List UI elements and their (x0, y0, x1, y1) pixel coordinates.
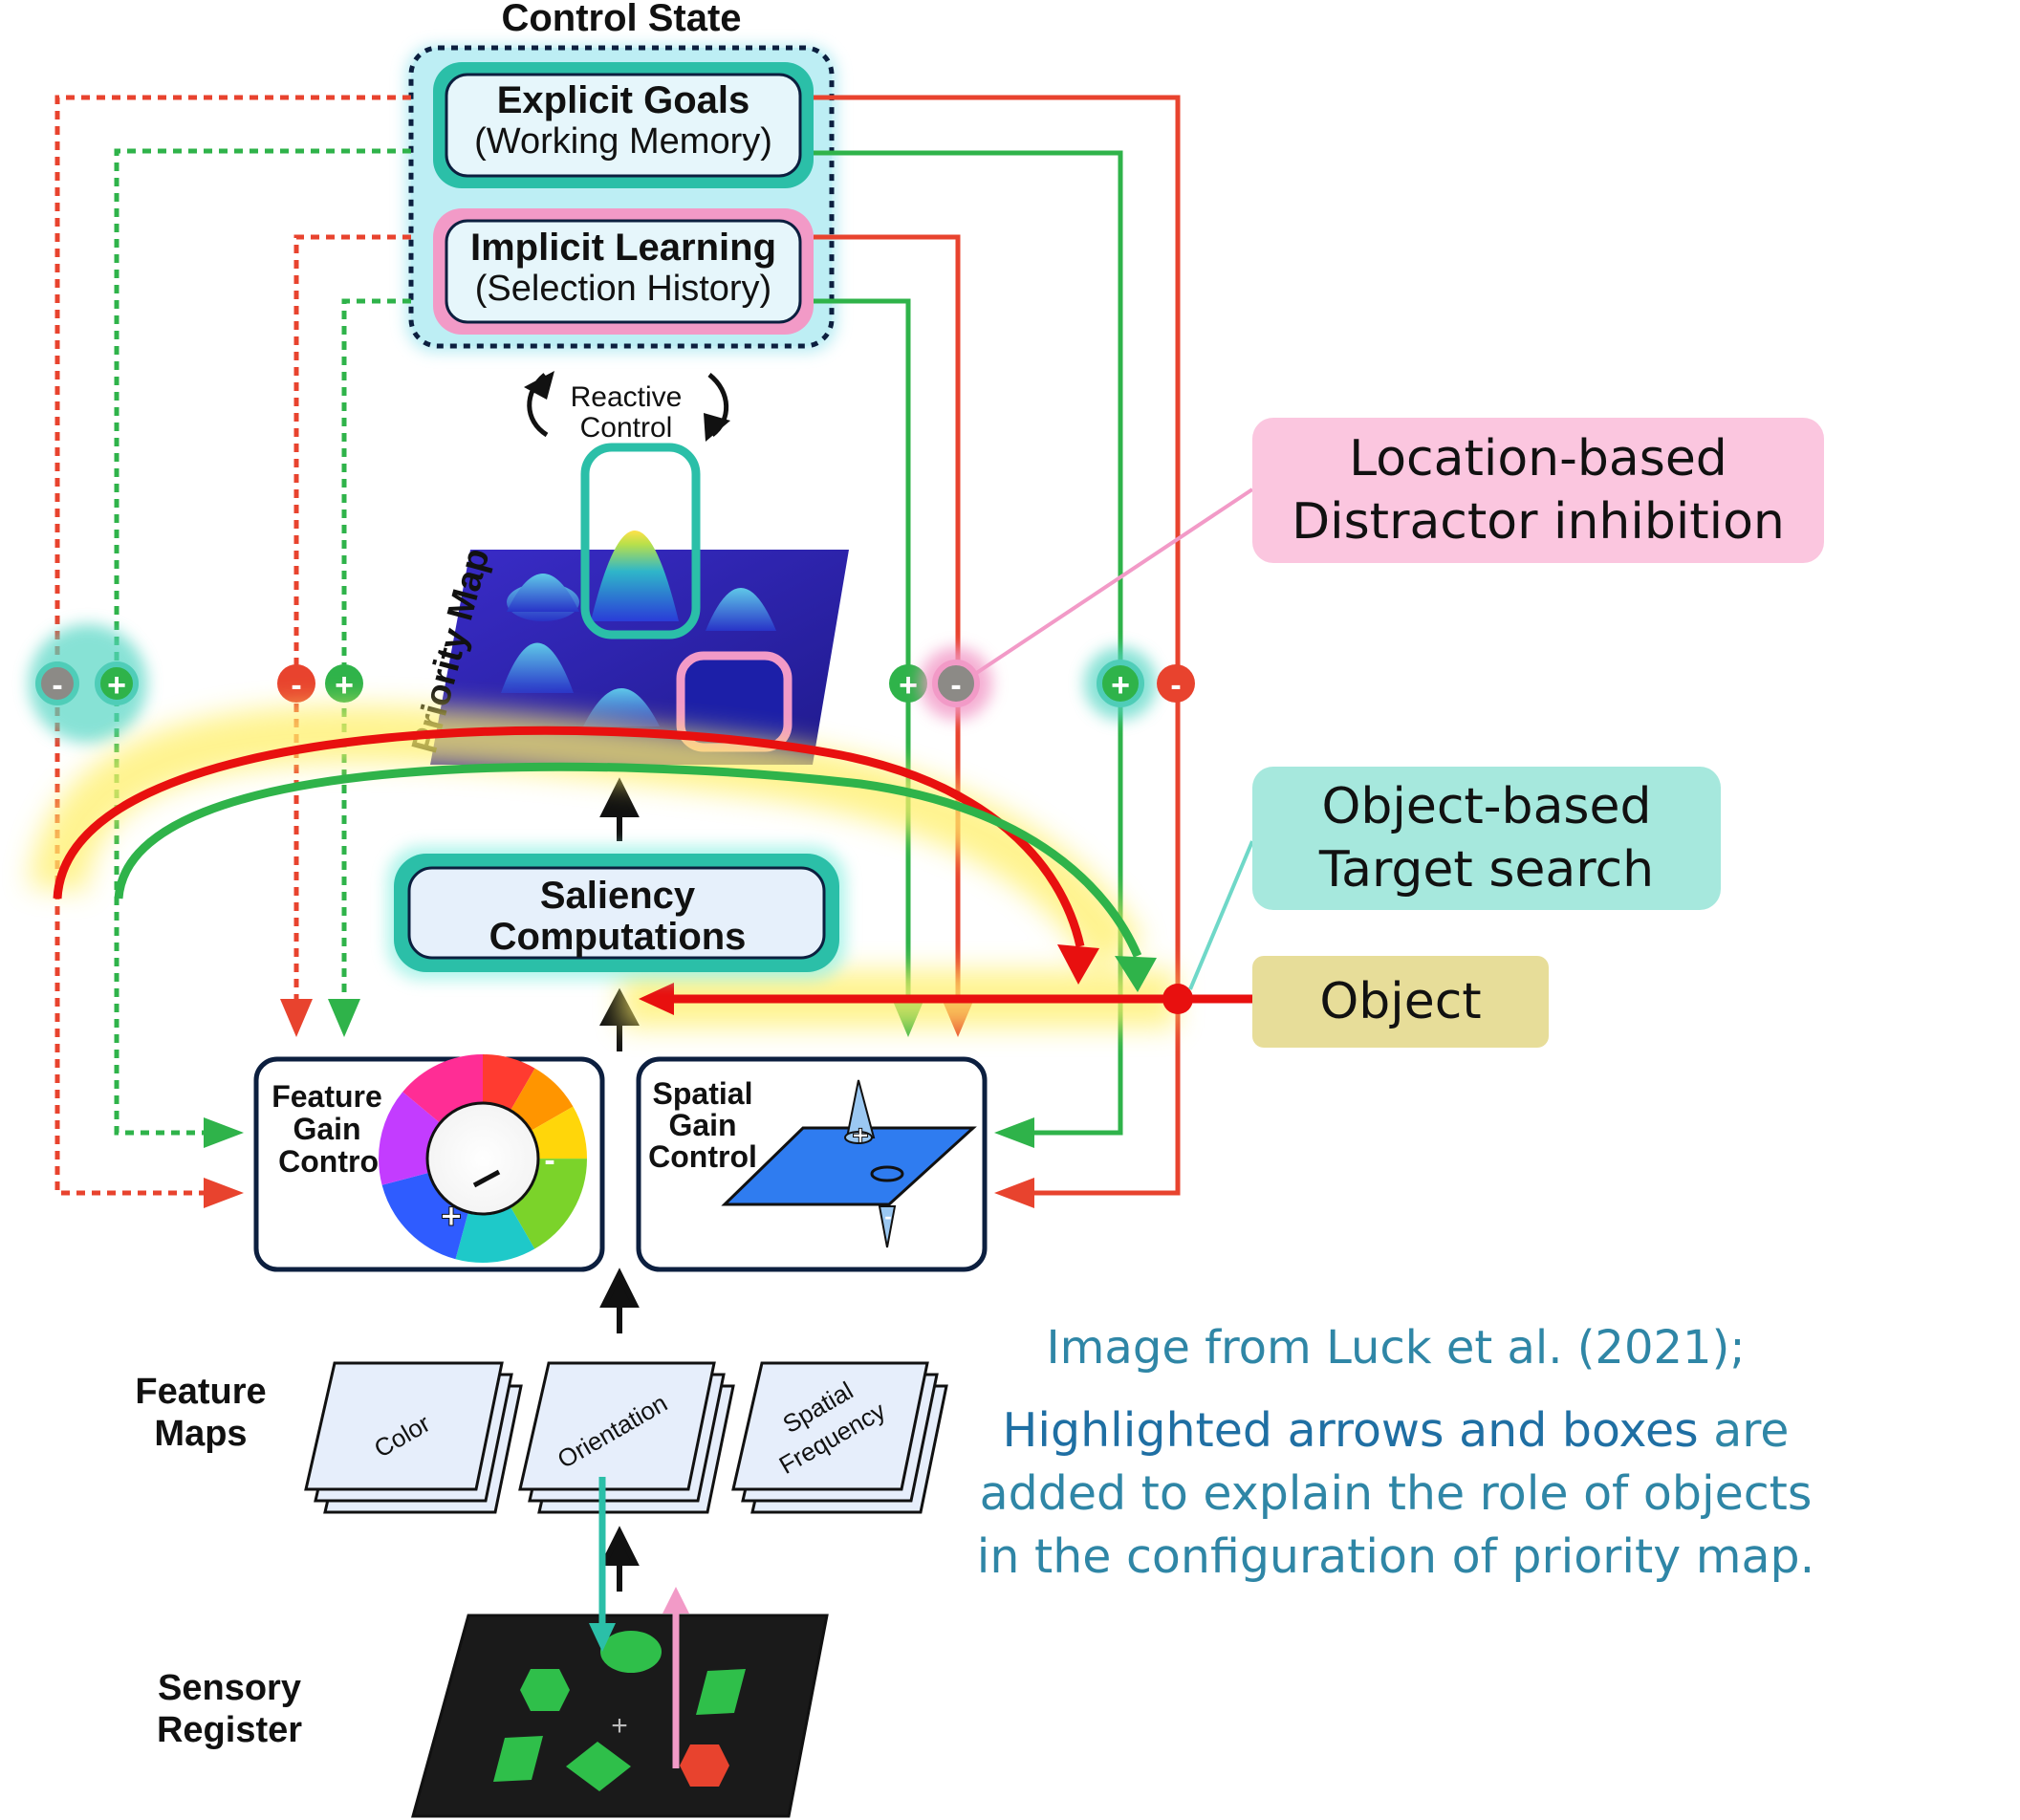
implicit-red-line (293, 234, 411, 999)
implicit-red-solid (814, 234, 961, 999)
feature-gain-line2: Gain (293, 1112, 360, 1146)
red-curved-arrow (53, 726, 1085, 947)
sensory-label-line2: Register (157, 1710, 302, 1750)
saliency-line1: Saliency (540, 875, 696, 917)
implicit-green-solid (814, 298, 911, 999)
caption-highlight: Highlighted arrows and boxes (1002, 1403, 1699, 1458)
location-note-line1: Location-based (1349, 430, 1727, 488)
feature-gain-line3: Control (278, 1144, 387, 1179)
right-feedback-lines (814, 95, 1181, 1196)
left-arrowheads (204, 999, 360, 1208)
orientation-map-stack: Orientation (518, 1361, 735, 1514)
spatial-frequency-map-stack: Spatial Frequency (731, 1361, 948, 1514)
feature-gain-line1: Feature (272, 1079, 382, 1114)
feature-maps-label-line2: Maps (154, 1414, 247, 1454)
color-map-stack: Color (304, 1361, 523, 1514)
object-based-line2: Target search (1318, 841, 1655, 899)
location-distractor-note: Location-based Distractor inhibition (1252, 418, 1824, 563)
sensory-register: Sensory Register + (157, 1477, 829, 1818)
implicit-learning-title: Implicit Learning (470, 227, 776, 269)
feature-maps: Feature Maps Color Orientation Spatial F… (135, 1361, 948, 1514)
figure-caption: Image from Luck et al. (2021); Highlight… (946, 1319, 1845, 1589)
wheel-plus-sign: + (441, 1197, 462, 1237)
sensory-label-line1: Sensory (158, 1668, 301, 1708)
plus-sign-implicit-right: + (899, 667, 918, 704)
sign-nodes: - + - + + - + - (29, 624, 1195, 743)
explicit-red-solid (814, 95, 1181, 1196)
object-based-line1: Object-based (1321, 778, 1652, 835)
plus-sign-implicit-left: + (335, 667, 354, 704)
target-peak-highlight (580, 443, 701, 639)
annotation-connectors (973, 488, 1254, 990)
saliency-line2: Computations (489, 916, 747, 958)
caption-rest3: in the configuration of priority map. (976, 1529, 1815, 1584)
object-target-note: Object-based Target search (1252, 767, 1721, 910)
explicit-red-line (54, 95, 411, 1196)
fixation-cross: + (611, 1710, 628, 1742)
spatial-plus-sign: + (852, 1120, 869, 1152)
spatial-plane-icon: + - (721, 1079, 977, 1248)
saliency-computations: Saliency Computations (387, 846, 846, 980)
minus-sign-explicit-left: - (52, 667, 62, 704)
priority-peak (591, 531, 679, 621)
color-wheel-icon: - + (379, 1054, 587, 1263)
caption-rest2: added to explain the role of objects (979, 1466, 1813, 1521)
spatial-gain-line2: Gain (668, 1108, 736, 1142)
reactive-label-line2: Control (580, 412, 673, 444)
caption-rest1: are (1698, 1403, 1790, 1458)
object-note-label: Object (1319, 973, 1482, 1030)
minus-sign-implicit-right: - (950, 667, 961, 704)
explicit-goals-title: Explicit Goals (497, 79, 750, 121)
green-curved-arrow (114, 762, 1142, 958)
location-note-line2: Distractor inhibition (1292, 493, 1785, 551)
plus-sign-explicit-right: + (1111, 667, 1130, 704)
spatial-gain-line3: Control (648, 1139, 757, 1174)
control-state-title: Control State (501, 0, 741, 39)
explicit-green-line (114, 148, 411, 1136)
minus-sign-implicit-left: - (291, 667, 301, 704)
implicit-learning-subtitle: (Selection History) (475, 269, 771, 309)
explicit-goals-subtitle: (Working Memory) (474, 121, 772, 162)
control-state-group: Control State Explicit Goals (Working Me… (406, 0, 836, 352)
spatial-minus-sign: - (884, 1204, 891, 1228)
feature-gain-control: Feature Gain Control - + (253, 1054, 605, 1272)
object-node (1162, 984, 1193, 1014)
explicit-green-solid (814, 150, 1123, 1136)
caption-source: Image from Luck et al. (2021); (1046, 1321, 1746, 1375)
reactive-control: Reactive Control (524, 371, 730, 444)
object-highlight-arrows (29, 705, 1252, 1028)
implicit-green-line (341, 298, 411, 999)
stimulus-shapes: + (493, 1631, 746, 1791)
spatial-gain-line1: Spatial (653, 1076, 753, 1111)
plus-sign-explicit-left: + (107, 667, 126, 704)
reactive-label-line1: Reactive (571, 381, 683, 413)
wheel-minus-sign: - (544, 1142, 554, 1179)
minus-sign-explicit-right: - (1170, 667, 1181, 704)
feature-maps-label-line1: Feature (135, 1372, 266, 1412)
spatial-gain-control: Spatial Gain Control + - (636, 1056, 988, 1272)
object-note: Object (1252, 956, 1549, 1048)
